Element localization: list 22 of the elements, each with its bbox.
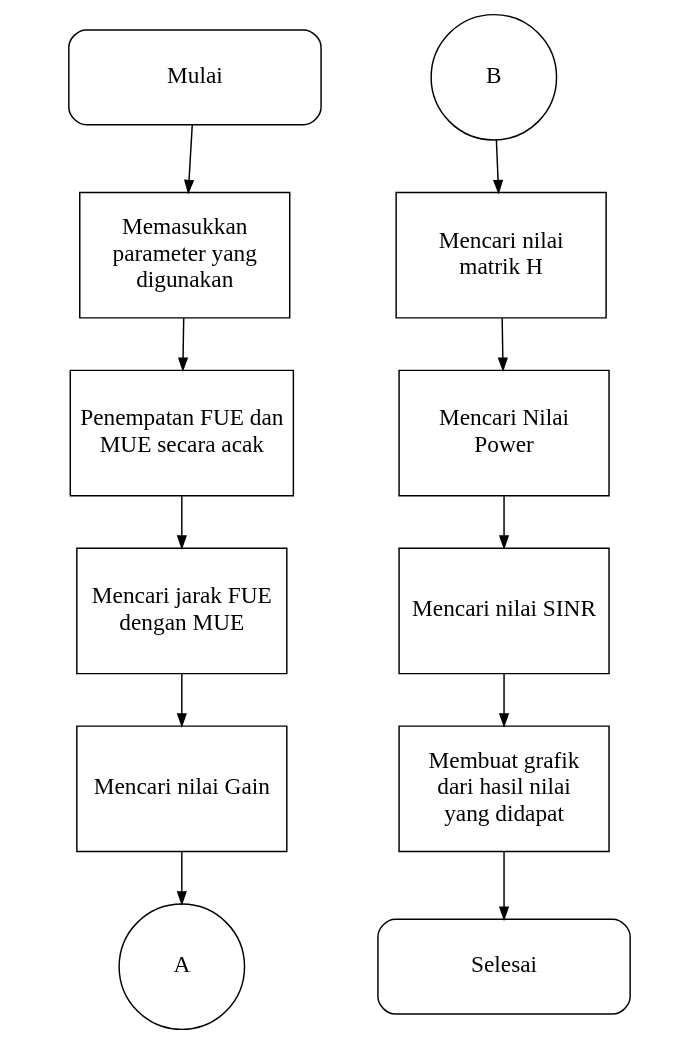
arrow xyxy=(183,124,195,195)
node-circle: B xyxy=(430,13,558,141)
arrow xyxy=(498,851,510,922)
arrow xyxy=(498,495,510,550)
arrow xyxy=(498,673,510,728)
arrow xyxy=(176,673,187,728)
node-box: Penempatan FUE dan MUE secara acak xyxy=(69,369,295,497)
arrow xyxy=(497,317,508,373)
node-box: Mulai xyxy=(68,29,322,126)
node-box: Mencari nilai matrik H xyxy=(395,191,607,319)
node-box: Mencari Nilai Power xyxy=(398,369,610,497)
node-box: Memasukkan parameter yang digunakan xyxy=(79,191,291,319)
arrow xyxy=(176,495,187,550)
node-circle: A xyxy=(118,903,246,1031)
arrow xyxy=(492,139,504,195)
node-box: Membuat grafik dari hasil nilai yang didapat xyxy=(398,725,610,853)
node-box: Mencari nilai SINR xyxy=(398,547,610,675)
arrow xyxy=(177,317,189,373)
node-box: Selesai xyxy=(377,918,631,1015)
node-box: Mencari nilai Gain xyxy=(76,725,288,853)
node-box: Mencari jarak FUE dengan MUE xyxy=(76,547,288,675)
arrow xyxy=(176,851,187,906)
